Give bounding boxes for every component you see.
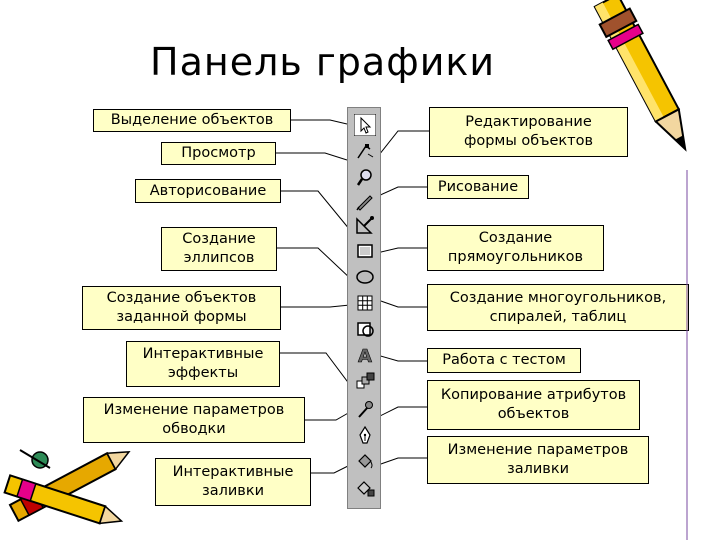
svg-text:A: A bbox=[358, 346, 372, 366]
label-outline-params: Изменение параметров обводки bbox=[83, 397, 305, 443]
freehand-tool-icon[interactable] bbox=[354, 190, 376, 212]
graphics-toolbar: A bbox=[347, 107, 381, 509]
side-line-decoration bbox=[686, 170, 688, 540]
label-shape-editing: Редактирование формы объектов bbox=[429, 107, 628, 157]
label-interactive-effects: Интерактивные эффекты bbox=[126, 341, 280, 387]
fill-tool-icon[interactable] bbox=[354, 450, 376, 472]
ellipse-tool-icon[interactable] bbox=[354, 266, 376, 288]
pencil-decoration-icon bbox=[593, 0, 687, 152]
label-drawing: Рисование bbox=[427, 175, 529, 199]
interactive-fill-tool-icon[interactable] bbox=[354, 476, 376, 498]
shape-edit-tool-icon[interactable] bbox=[354, 140, 376, 162]
zoom-tool-icon[interactable] bbox=[354, 166, 376, 188]
label-fill-params: Изменение параметров заливки bbox=[427, 436, 649, 484]
eyedropper-tool-icon[interactable] bbox=[354, 398, 376, 420]
rectangle-tool-icon[interactable] bbox=[354, 240, 376, 262]
pencils-decoration-icon bbox=[3, 449, 131, 525]
label-polygon-creation: Создание многоугольников, спиралей, табл… bbox=[427, 284, 689, 331]
label-ellipse-creation: Создание эллипсов bbox=[161, 227, 277, 271]
label-autotrace: Авторисование bbox=[135, 179, 281, 203]
label-object-selection: Выделение объектов bbox=[93, 109, 291, 132]
label-interactive-fills: Интерактивные заливки bbox=[155, 458, 311, 506]
label-copy-attributes: Копирование атрибутов объектов bbox=[427, 380, 640, 430]
basic-shapes-tool-icon[interactable] bbox=[354, 318, 376, 340]
text-tool-icon[interactable]: A bbox=[354, 344, 376, 366]
label-text-work: Работа с тестом bbox=[427, 348, 581, 373]
slide-title: Панель графики bbox=[150, 40, 496, 84]
label-view: Просмотр bbox=[161, 142, 276, 165]
graph-paper-tool-icon[interactable] bbox=[354, 292, 376, 314]
label-rectangle-creation: Создание прямоугольников bbox=[427, 225, 604, 271]
outline-pen-tool-icon[interactable] bbox=[354, 424, 376, 446]
smart-tool-icon[interactable] bbox=[354, 214, 376, 236]
interactive-blend-tool-icon[interactable] bbox=[354, 370, 376, 392]
pointer-tool-icon[interactable] bbox=[354, 114, 376, 136]
label-shape-creation: Создание объектов заданной формы bbox=[82, 286, 281, 330]
